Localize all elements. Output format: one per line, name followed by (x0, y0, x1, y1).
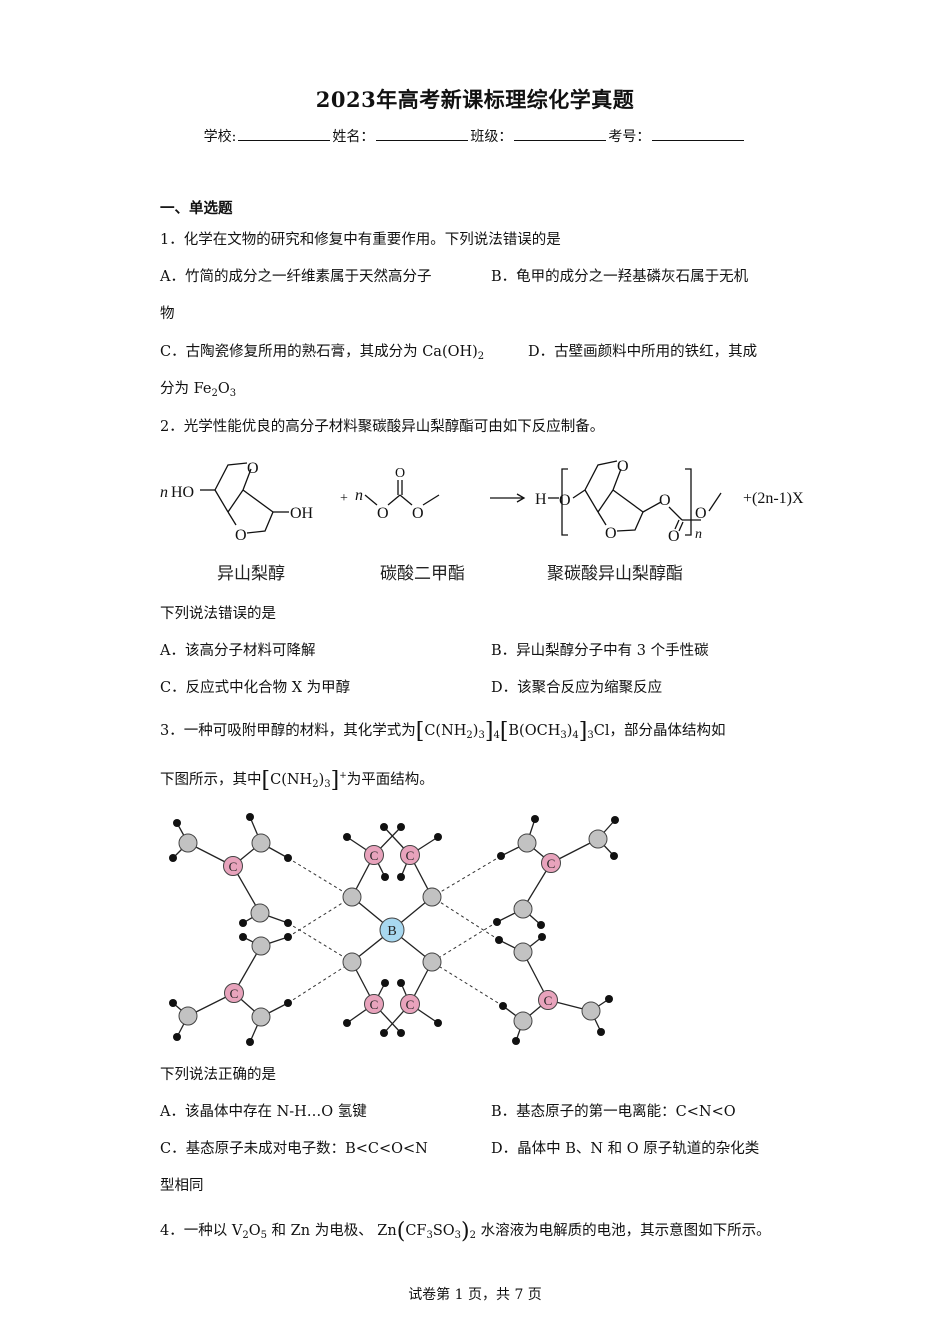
boron-atom (379, 917, 405, 943)
q4-stem: 4．一种以 V2O5 和 Zn 为电极、 Zn(CF3SO3)2 水溶液为电解质… (160, 1219, 771, 1244)
crystal-structure-diagram: C C C C C C C C B (169, 813, 619, 1046)
class-blank (514, 128, 607, 141)
exam-no-blank (652, 128, 745, 141)
svg-text:C: C (406, 848, 415, 863)
q1-stem: 1．化学在文物的研究和修复中有重要作用。下列说法错误的是 (160, 232, 561, 248)
name-label: 姓名： (332, 129, 375, 145)
svg-text:O: O (412, 505, 424, 522)
label-polycarbonate: 聚碳酸异山梨醇酯 (547, 564, 683, 583)
q2-option-b: B．异山梨醇分子中有 3 个手性碳 (491, 643, 709, 659)
svg-text:H: H (535, 491, 547, 508)
q3-option-b: B．基态原子的第一电离能：C<N<O (491, 1104, 736, 1120)
svg-text:C: C (229, 859, 238, 874)
svg-text:C: C (406, 997, 415, 1012)
svg-text:O: O (395, 466, 405, 481)
q3-option-a: A．该晶体中存在 N-H…O 氢键 (160, 1104, 367, 1120)
svg-text:+(2n-1)X: +(2n-1)X (743, 490, 804, 507)
svg-text:B: B (387, 924, 396, 939)
student-info-row: 学校: 姓名： 班级： 考号： (0, 126, 950, 146)
svg-text:O: O (695, 505, 707, 522)
q1-option-d: D．古壁画颜料中所用的铁红，其成 (528, 344, 758, 360)
q3-stem: 3．一种可吸附甲醇的材料，其化学式为[C(NH2)3]4[B(OCH3)4]3C… (160, 719, 726, 744)
svg-text:n: n (695, 527, 702, 542)
svg-text:O: O (247, 460, 259, 477)
q3-stem-cont: 下图所示，其中[C(NH2)3]+为平面结构。 (160, 768, 434, 793)
label-dimethyl-carbonate: 碳酸二甲酯 (380, 564, 465, 583)
svg-text:C: C (544, 993, 553, 1008)
school-label: 学校: (203, 129, 237, 145)
exam-title: 2023年高考新课标理综化学真题 (315, 87, 635, 112)
svg-text:n: n (355, 487, 363, 504)
q1-option-b-cont: 物 (160, 306, 175, 322)
q3-option-c: C．基态原子未成对电子数：B<C<O<N (160, 1141, 428, 1157)
label-isosorbide: 异山梨醇 (217, 564, 285, 583)
q3-option-d-cont: 型相同 (160, 1178, 204, 1194)
q1-option-c: C．古陶瓷修复所用的熟石膏，其成分为 Ca(OH)2 (160, 344, 485, 362)
exam-no-label: 考号： (608, 129, 651, 145)
q1-option-b: B．龟甲的成分之一羟基磷灰石属于无机 (491, 269, 749, 285)
school-blank (238, 128, 331, 141)
svg-text:HO: HO (171, 484, 194, 501)
name-blank (376, 128, 469, 141)
svg-text:OH: OH (290, 505, 314, 522)
svg-text:n: n (160, 484, 168, 501)
section-heading: 一、单选题 (160, 200, 233, 217)
q3-prompt: 下列说法正确的是 (160, 1067, 276, 1083)
svg-text:C: C (230, 986, 239, 1001)
q2-option-c: C．反应式中化合物 X 为甲醇 (160, 680, 351, 696)
q1-option-d-cont: 分为 Fe2O3 (160, 381, 237, 399)
q2-stem: 2．光学性能优良的高分子材料聚碳酸异山梨醇酯可由如下反应制备。 (160, 419, 605, 435)
page-number: 试卷第 1 页，共 7 页 (408, 1287, 542, 1303)
svg-text:C: C (370, 848, 379, 863)
svg-text:O: O (559, 492, 571, 509)
q2-option-a: A．该高分子材料可降解 (160, 643, 316, 659)
q1-option-a: A．竹简的成分之一纤维素属于天然高分子 (160, 269, 432, 285)
polymerization-scheme: n HO O O OH + n O O O H O O O O O n O +(… (160, 458, 804, 583)
q2-prompt: 下列说法错误的是 (160, 606, 276, 622)
class-label: 班级： (470, 129, 513, 145)
svg-text:O: O (668, 528, 680, 545)
svg-text:O: O (235, 527, 247, 544)
svg-text:C: C (370, 997, 379, 1012)
svg-text:O: O (377, 505, 389, 522)
svg-text:O: O (659, 492, 671, 509)
svg-text:O: O (605, 525, 617, 542)
q3-option-d: D．晶体中 B、N 和 O 原子轨道的杂化类 (491, 1141, 760, 1157)
svg-text:O: O (617, 458, 629, 475)
svg-text:C: C (547, 856, 556, 871)
svg-text:+: + (340, 491, 348, 506)
q2-option-d: D．该聚合反应为缩聚反应 (491, 680, 663, 696)
